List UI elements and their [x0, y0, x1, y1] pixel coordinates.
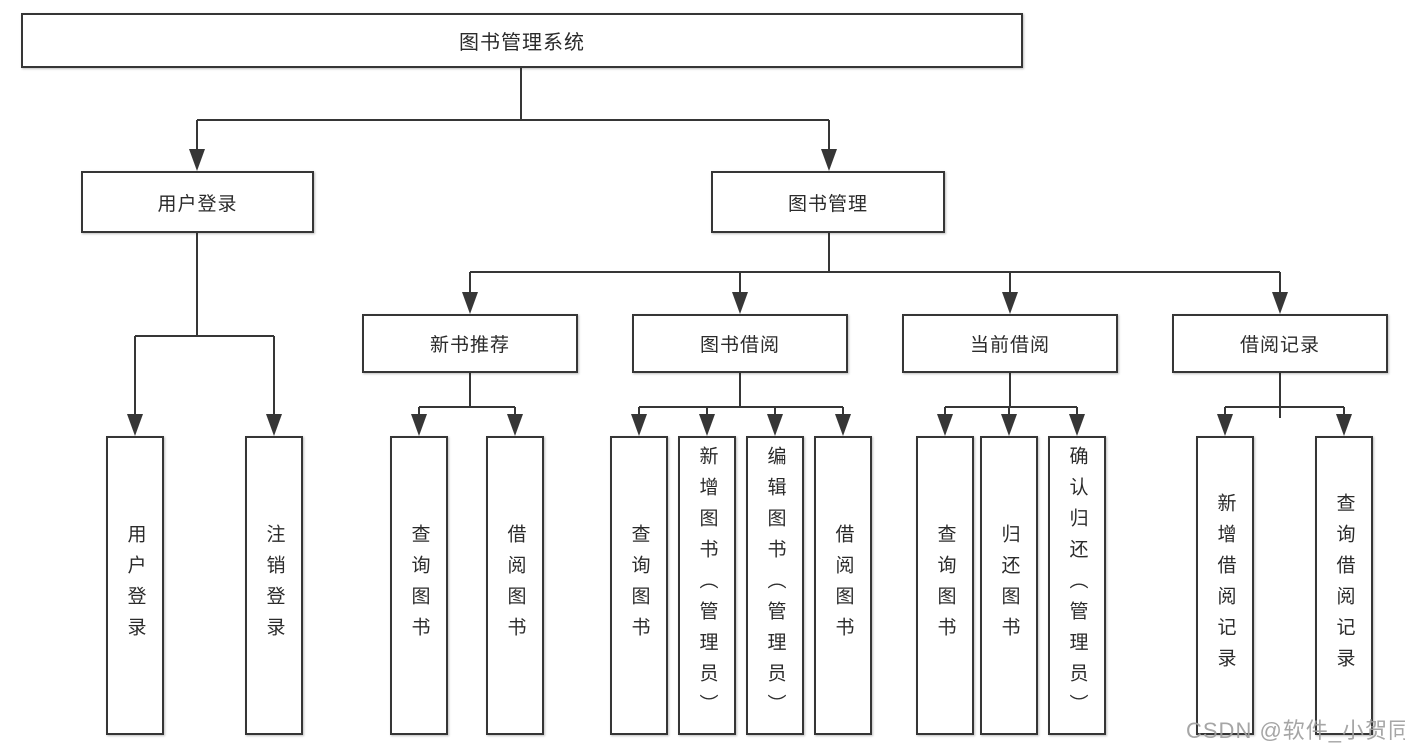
leaf-query-books-new-label: 查询图书 — [408, 523, 430, 648]
leaf-query-books-new: 查询图书 — [390, 436, 448, 735]
leaf-query-borrow-record: 查询借阅记录 — [1315, 436, 1373, 735]
leaf-confirm-return-admin: 确认归还（管理员） — [1048, 436, 1106, 735]
leaf-borrow-books-label: 借阅图书 — [832, 523, 854, 648]
node-new-book-recommend: 新书推荐 — [362, 314, 578, 373]
leaf-add-borrow-record: 新增借阅记录 — [1196, 436, 1254, 735]
node-root-label: 图书管理系统 — [459, 32, 585, 54]
leaf-query-books-current-label: 查询图书 — [934, 523, 956, 648]
leaf-edit-book-admin: 编辑图书（管理员） — [746, 436, 804, 735]
csdn-watermark: CSDN @软件_小贺同学 — [1186, 718, 1405, 743]
node-borrow-records-label: 借阅记录 — [1239, 335, 1320, 356]
leaf-logout: 注销登录 — [245, 436, 303, 735]
leaf-borrow-books-new: 借阅图书 — [486, 436, 544, 735]
node-book-management-label: 图书管理 — [787, 193, 868, 215]
leaf-user-login-label: 用户登录 — [124, 523, 146, 648]
node-book-borrow-label: 图书借阅 — [699, 335, 780, 356]
node-new-book-recommend-label: 新书推荐 — [429, 335, 510, 356]
leaf-confirm-return-admin-label: 确认归还（管理员） — [1066, 446, 1088, 725]
node-current-borrow-label: 当前借阅 — [969, 335, 1050, 356]
leaf-borrow-books: 借阅图书 — [814, 436, 872, 735]
node-user-login: 用户登录 — [81, 171, 314, 233]
node-user-login-label: 用户登录 — [157, 193, 238, 215]
node-borrow-records: 借阅记录 — [1172, 314, 1388, 373]
leaf-add-book-admin: 新增图书（管理员） — [678, 436, 736, 735]
leaf-return-books-label: 归还图书 — [998, 523, 1020, 648]
node-current-borrow: 当前借阅 — [902, 314, 1118, 373]
node-book-borrow: 图书借阅 — [632, 314, 848, 373]
node-book-management: 图书管理 — [711, 171, 945, 233]
leaf-query-books-borrow-label: 查询图书 — [628, 523, 650, 648]
leaf-return-books: 归还图书 — [980, 436, 1038, 735]
node-root: 图书管理系统 — [21, 13, 1023, 68]
leaf-query-books-borrow: 查询图书 — [610, 436, 668, 735]
leaf-logout-label: 注销登录 — [263, 523, 285, 648]
leaf-query-borrow-record-label: 查询借阅记录 — [1333, 492, 1355, 679]
leaf-query-books-current: 查询图书 — [916, 436, 974, 735]
leaf-add-book-admin-label: 新增图书（管理员） — [696, 446, 718, 725]
leaf-borrow-books-new-label: 借阅图书 — [504, 523, 526, 648]
leaf-add-borrow-record-label: 新增借阅记录 — [1214, 492, 1236, 679]
leaf-user-login: 用户登录 — [106, 436, 164, 735]
leaf-edit-book-admin-label: 编辑图书（管理员） — [764, 446, 786, 725]
